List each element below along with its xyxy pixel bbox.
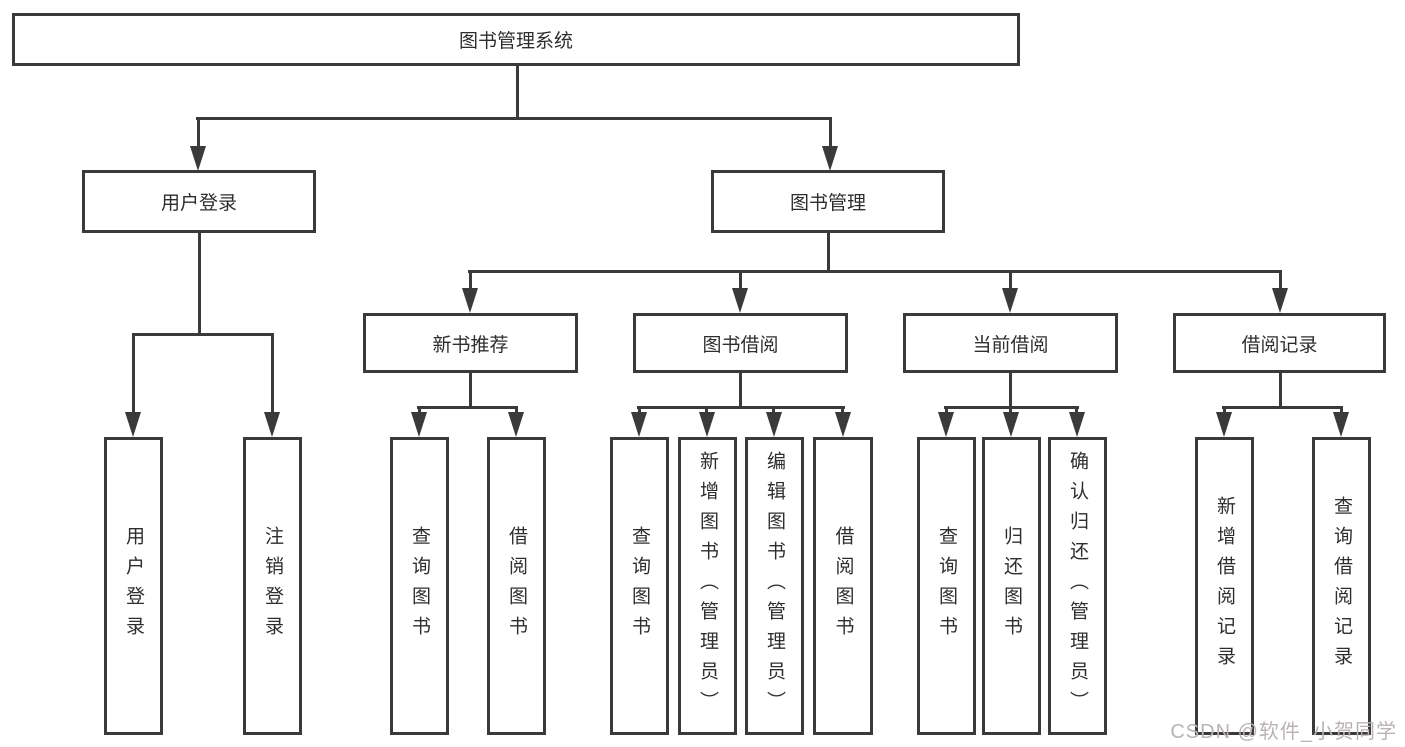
connector-bookmgmt-arm xyxy=(1279,270,1282,291)
arrowhead-down xyxy=(125,412,141,437)
arrowhead-down xyxy=(1216,412,1232,437)
arrowhead-down xyxy=(631,412,647,437)
connector-root-arm-left xyxy=(197,117,200,149)
node-leaf-query-book-3: 查询图书 xyxy=(917,437,976,735)
arrowhead-down xyxy=(1002,288,1018,313)
node-leaf-query-borrow-record: 查询借阅记录 xyxy=(1312,437,1371,735)
connector-bb-arm xyxy=(841,406,844,415)
connector-bookmgmt-stem xyxy=(827,233,830,273)
arrowhead-down xyxy=(766,412,782,437)
connector-nbr-arm xyxy=(418,406,421,415)
connector-cb-stem xyxy=(1009,373,1012,409)
arrowhead-down xyxy=(462,288,478,313)
node-current-borrow: 当前借阅 xyxy=(903,313,1118,373)
node-book-management: 图书管理 xyxy=(711,170,945,233)
connector-bookmgmt-bar xyxy=(468,270,1282,273)
connector-root-stem xyxy=(516,66,519,120)
arrowhead-down xyxy=(190,146,206,171)
node-leaf-user-login: 用户登录 xyxy=(104,437,163,735)
connector-userlogin-arm xyxy=(271,333,274,414)
connector-br-stem xyxy=(1279,373,1282,409)
csdn-watermark: CSDN @软件_小贺同学 xyxy=(1170,721,1397,743)
arrowhead-down xyxy=(732,288,748,313)
node-leaf-logout: 注销登录 xyxy=(243,437,302,735)
arrowhead-down xyxy=(1333,412,1349,437)
connector-nbr-bar xyxy=(417,406,518,409)
connector-root-arm-right xyxy=(829,117,832,149)
node-user-login: 用户登录 xyxy=(82,170,316,233)
node-book-borrow: 图书借阅 xyxy=(633,313,848,373)
connector-userlogin-stem xyxy=(198,233,201,336)
connector-cb-arm xyxy=(945,406,948,415)
node-leaf-return-book: 归还图书 xyxy=(982,437,1041,735)
connector-userlogin-arm xyxy=(132,333,135,414)
node-new-book-recommend: 新书推荐 xyxy=(363,313,578,373)
connector-bookmgmt-arm xyxy=(469,270,472,291)
node-leaf-borrow-book-2: 借阅图书 xyxy=(813,437,873,735)
connector-bookmgmt-arm xyxy=(1009,270,1012,291)
node-leaf-borrow-book-1: 借阅图书 xyxy=(487,437,546,735)
connector-nbr-stem xyxy=(469,373,472,409)
node-leaf-add-borrow-record: 新增借阅记录 xyxy=(1195,437,1254,735)
connector-cb-arm xyxy=(1075,406,1078,415)
connector-br-arm xyxy=(1223,406,1226,415)
node-leaf-confirm-return: 确认归还（管理员） xyxy=(1048,437,1107,735)
node-root: 图书管理系统 xyxy=(12,13,1020,66)
connector-bookmgmt-arm xyxy=(739,270,742,291)
arrowhead-down xyxy=(264,412,280,437)
node-borrow-records: 借阅记录 xyxy=(1173,313,1386,373)
node-leaf-add-book: 新增图书（管理员） xyxy=(678,437,737,735)
connector-bb-stem xyxy=(739,373,742,409)
connector-br-bar xyxy=(1222,406,1343,409)
arrowhead-down xyxy=(508,412,524,437)
arrowhead-down xyxy=(1003,412,1019,437)
connector-nbr-arm xyxy=(515,406,518,415)
node-leaf-query-book-1: 查询图书 xyxy=(390,437,449,735)
connector-userlogin-bar xyxy=(132,333,274,336)
connector-bb-arm xyxy=(772,406,775,415)
connector-br-arm xyxy=(1340,406,1343,415)
node-leaf-query-book-2: 查询图书 xyxy=(610,437,669,735)
arrowhead-down xyxy=(1069,412,1085,437)
arrowhead-down xyxy=(699,412,715,437)
connector-root-bar xyxy=(196,117,832,120)
arrowhead-down xyxy=(938,412,954,437)
connector-cb-arm xyxy=(1009,406,1012,415)
arrowhead-down xyxy=(411,412,427,437)
node-leaf-edit-book: 编辑图书（管理员） xyxy=(745,437,804,735)
connector-bb-arm xyxy=(638,406,641,415)
connector-bb-bar xyxy=(637,406,845,409)
connector-bb-arm xyxy=(705,406,708,415)
arrowhead-down xyxy=(1272,288,1288,313)
arrowhead-down xyxy=(822,146,838,171)
arrowhead-down xyxy=(835,412,851,437)
